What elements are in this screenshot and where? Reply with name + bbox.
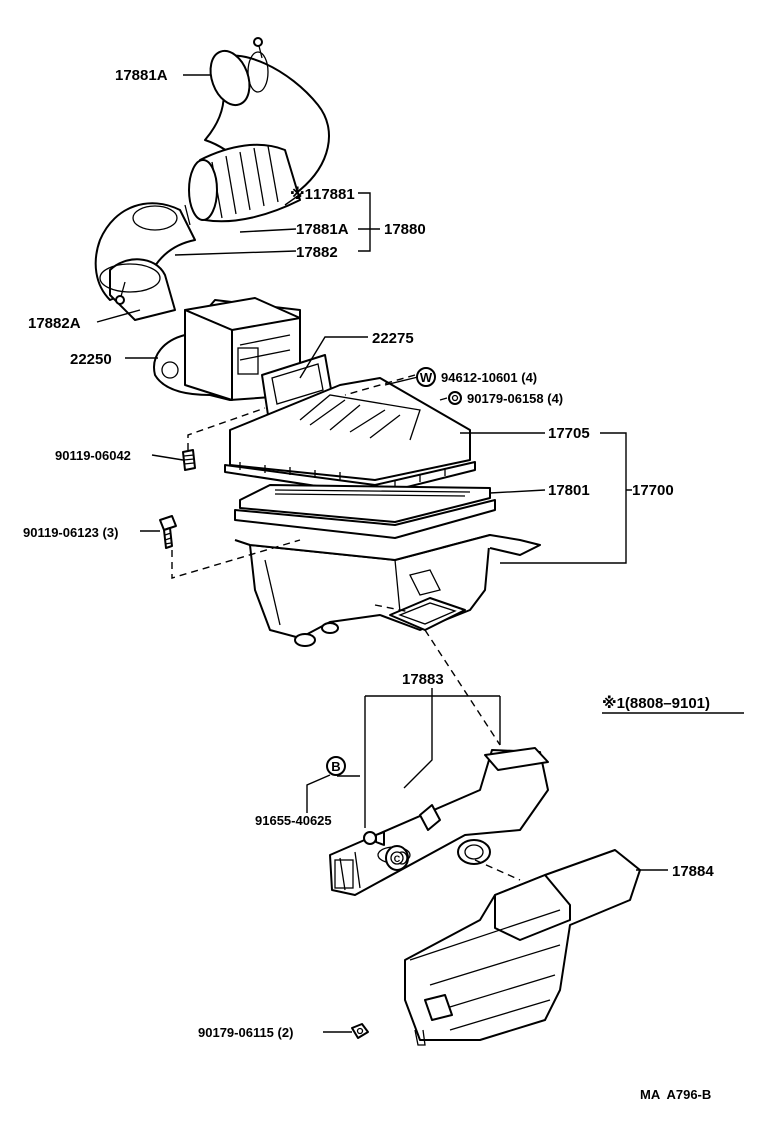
bolt-90119-06042 (182, 449, 196, 471)
intake-hose-lower (94, 202, 196, 321)
label-90119-06042: 90119-06042 (55, 448, 131, 463)
range-note: ※1(8808–9101) (602, 694, 710, 712)
label-90179-06115: 90179-06115 (2) (198, 1025, 293, 1040)
nut-90179-06158 (448, 391, 462, 405)
label-94612-10601: 94612-10601 (4) (441, 370, 537, 385)
resonator (404, 849, 641, 1046)
bolt-90119-06123 (159, 515, 177, 549)
intake-duct (329, 747, 549, 896)
label-17881: 17881 (313, 186, 355, 203)
label-17881A-mid: 17881A (296, 221, 349, 238)
label-17883: 17883 (402, 671, 444, 688)
b-marker-letter: B (331, 759, 340, 774)
label-17801: 17801 (548, 482, 590, 499)
label-17705: 17705 (548, 425, 590, 442)
air-cleaner-case (234, 534, 541, 647)
label-22275: 22275 (372, 330, 414, 347)
c-marker: C (390, 851, 404, 865)
nut-90179-06115 (351, 1023, 369, 1039)
diagram-code: MA A796-B (640, 1087, 711, 1102)
washer-marker-letter: W (420, 370, 433, 385)
label-22250: 22250 (70, 351, 112, 368)
label-90119-06123: 90119-06123 (3) (23, 525, 118, 540)
label-90179-06158: 90179-06158 (4) (467, 391, 563, 406)
label-17881A-top: 17881A (115, 67, 168, 84)
label-17700: 17700 (632, 482, 674, 499)
clip-91655-40625 (363, 831, 385, 846)
c-marker-letter: C (394, 854, 401, 864)
leader-lines (96, 74, 744, 1033)
label-17884: 17884 (672, 863, 714, 880)
air-cleaner-cap (224, 377, 476, 496)
label-17882A: 17882A (28, 315, 81, 332)
label-17880: 17880 (384, 221, 426, 238)
label-17882: 17882 (296, 244, 338, 261)
b-marker: B (326, 756, 346, 776)
label-17881-mark: ※1 (290, 185, 313, 203)
washer-marker: W (416, 367, 436, 387)
dashed-lines (171, 374, 521, 881)
clamp-17881A-top (253, 37, 263, 59)
intake-hose-upper (188, 49, 330, 223)
filter-element (234, 484, 496, 539)
label-91655-40625: 91655-40625 (255, 813, 332, 828)
